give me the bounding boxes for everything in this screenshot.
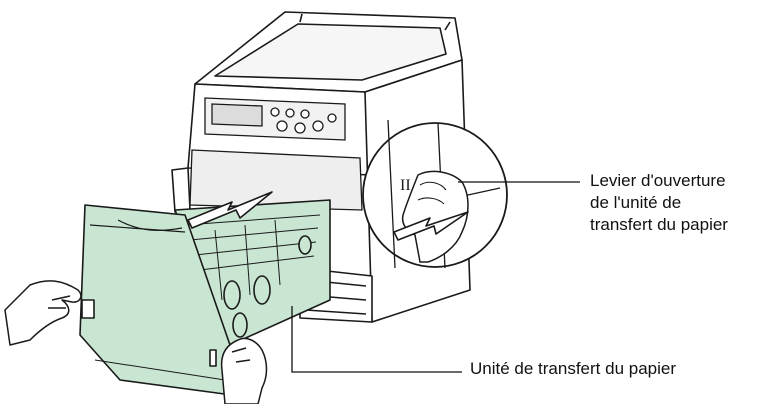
roller xyxy=(232,312,248,338)
panel-button xyxy=(294,122,306,134)
paper-path-opening xyxy=(189,149,363,211)
transfer-unit xyxy=(79,199,331,396)
pull-direction-arrow-icon xyxy=(187,191,273,229)
transfer-unit-leader-line xyxy=(291,306,462,373)
lever-callout-line-3: transfert du papier xyxy=(590,215,728,234)
lever-callout: Levier d'ouverture de l'unité de transfe… xyxy=(590,170,728,236)
cover-slot xyxy=(209,349,217,367)
panel-button xyxy=(300,109,310,119)
transfer-unit-callout: Unité de transfert du papier xyxy=(470,359,677,378)
roller xyxy=(298,235,312,255)
lever-callout-line-2: de l'unité de xyxy=(590,193,682,212)
roller xyxy=(223,280,241,310)
inset-hand xyxy=(401,170,469,263)
cover-slot xyxy=(81,299,95,319)
detail-inset: II xyxy=(362,119,508,269)
panel-button xyxy=(327,113,337,123)
panel-button xyxy=(285,108,295,118)
lever-callout-line-1: Levier d'ouverture xyxy=(590,171,726,190)
control-panel xyxy=(204,97,346,141)
panel-button xyxy=(270,107,280,117)
leader-lines xyxy=(291,181,580,373)
hand-right xyxy=(220,337,268,404)
lever-arrow-icon xyxy=(393,211,469,241)
hand-left xyxy=(4,280,82,346)
panel-button xyxy=(276,120,288,132)
roller xyxy=(253,275,271,305)
inset-mark: II xyxy=(400,177,411,194)
panel-button xyxy=(312,120,324,132)
lcd-display xyxy=(211,103,263,127)
